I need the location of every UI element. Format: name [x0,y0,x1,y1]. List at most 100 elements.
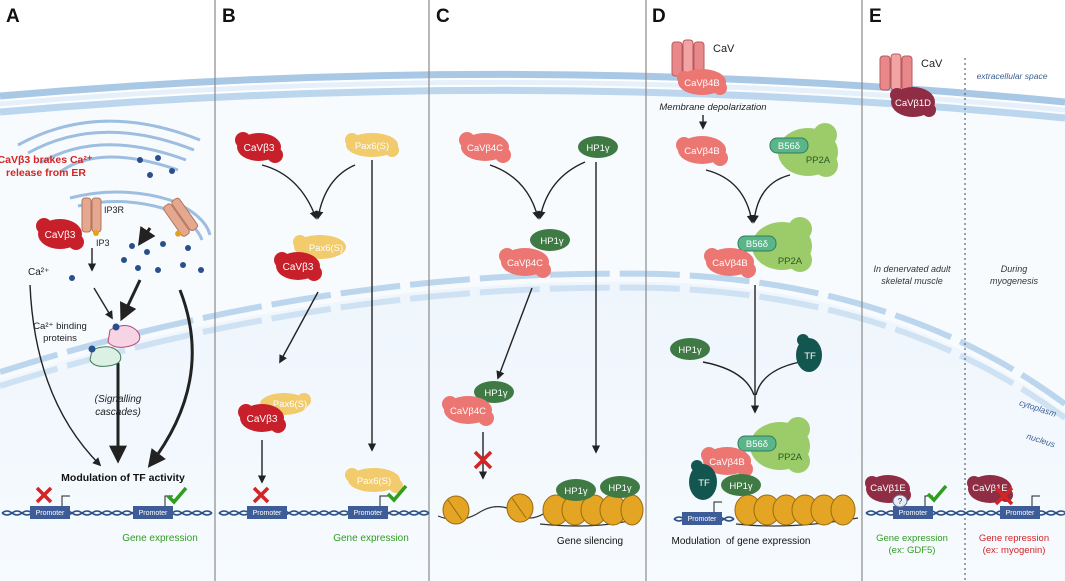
cavb1e-label: CaVβ1E [870,483,906,494]
panel-a-arrows [29,226,194,468]
modulation-gene-label: Modulation of gene expression [672,536,811,547]
gene-repression-e-line1: Gene repression [979,533,1049,544]
myogenesis-line1: During [1001,264,1028,274]
cav-label-d: CaV [713,43,735,55]
gene-expression-e-line1: Gene expression [876,533,948,544]
cavb3-pax6-complex-1: Pax6(S) CaVβ3 [274,235,346,281]
pp2a-label: PP2A [778,256,803,267]
pax6-label: Pax6(S) [273,399,307,410]
green-check-icon [166,486,188,505]
red-x-icon [473,450,493,470]
panel-d-arrows [702,169,801,414]
panel-c: C CaVβ4C HP1γ HP1γ CaVβ4C HP1γ [436,6,644,547]
cavb4c-label: CaVβ4C [467,143,503,154]
promoter-label: Promoter [688,516,717,523]
pp2a-label: PP2A [778,452,803,463]
gene-expression-b: Gene expression [333,533,409,544]
hp1-label: HP1γ [484,388,507,399]
condensed-chromatin-d [734,494,859,527]
cavb1d-label: CaVβ1D [895,98,931,109]
promoter-box-e2: Promoter [1000,495,1040,519]
panel-a: A CaVβ3 brakes Ca²⁺ release from ER IP3R… [0,6,213,544]
cavb4b-protein-d2: CaVβ4B [676,136,728,166]
loose-chromatin [437,493,546,525]
cavb4c-hp1-complex-1: HP1γ CaVβ4C [499,229,570,278]
tf-label: TF [698,478,710,489]
gene-silencing-label: Gene silencing [557,536,623,547]
pp2a-label: PP2A [806,155,831,166]
promoter-label: Promoter [899,510,928,517]
cavb3-label: CaVβ3 [247,414,278,425]
modulation-tf-label: Modulation of TF activity [61,472,185,484]
red-x-icon [252,486,270,504]
promoter-label: Promoter [36,510,65,517]
cavb3-protein-b1: CaVβ3 [235,132,283,163]
b56-label: B56δ [778,141,800,152]
cavb4b-label: CaVβ4B [709,457,745,468]
gene-expression-a: Gene expression [122,533,198,544]
promoter-box-a1: Promoter [30,495,70,519]
panel-b-arrows [257,160,377,484]
cav-channel-d [671,39,705,77]
hp1-label: HP1γ [540,236,563,247]
calcium-ions [69,155,204,281]
hp1-protein-c3: HP1γ [600,476,640,498]
hp1-label: HP1γ [564,486,587,497]
panel-b-letter: B [222,6,236,27]
hp1-protein-c2: HP1γ [556,479,596,501]
cavb3-label: CaVβ3 [244,143,275,154]
gene-expression-e-line2: (ex: GDF5) [889,545,936,556]
green-check-icon [926,484,948,503]
myogenesis-line2: myogenesis [990,276,1039,286]
ip3r-channel-1 [81,197,102,236]
er-brake-line2: release from ER [6,167,86,179]
ip3r-label: IP3R [104,205,125,215]
b56-label: B56δ [746,439,768,450]
panel-c-arrows [478,161,601,480]
hp1-label: HP1γ [608,483,631,494]
cavb3-pax6-complex-2: Pax6(S) CaVβ3 [238,393,311,433]
cavb4c-label: CaVβ4C [450,406,486,417]
ip3-label: IP3 [96,238,110,248]
b56-pp2a-cavb4b-complex-1: PP2A B56δ CaVβ4B [704,217,812,278]
red-x-icon [35,486,53,504]
cavb4c-label: CaVβ4C [507,258,543,269]
cavb4c-protein-c1: CaVβ4C [459,132,511,163]
extracellular-label: extracellular space [977,71,1048,81]
question-mark-icon: ? [898,497,903,506]
b56-pp2a-complex-1: PP2A B56δ [769,123,838,177]
tf-protein-d1: TF [796,334,822,372]
cavb4b-label: CaVβ4B [712,258,748,269]
pax6-label: Pax6(S) [309,243,343,254]
red-x-icon [994,486,1014,506]
cavb1e-label: CaVβ1E [972,483,1008,494]
panel-b: B CaVβ3 Pax6(S) Pax6(S) CaVβ3 [218,6,430,544]
cavb4b-label: CaVβ4B [684,146,720,157]
green-check-icon [386,484,408,503]
calcium-label: Ca²⁺ [28,267,49,278]
denervated-line2: skeletal muscle [881,276,943,286]
calcium-binding-proteins [88,323,141,367]
promoter-label: Promoter [139,510,168,517]
promoter-label: Promoter [253,510,282,517]
condensed-chromatin [539,494,644,527]
er-brake-line1: CaVβ3 brakes Ca²⁺ [0,154,93,166]
promoter-label: Promoter [354,510,383,517]
cavb4b-protein-d1: CaVβ4B [677,69,727,95]
cav-label-e: CaV [921,58,943,70]
promoter-box-b1: Promoter [247,506,287,519]
hp1-label: HP1γ [729,481,752,492]
panel-d: D CaV CaVβ4B Membrane depolarization CaV… [652,6,859,547]
hp1-protein-c1: HP1γ [578,136,618,158]
cavb4b-label: CaVβ4B [684,78,720,89]
pax6-protein-b2: Pax6(S) [345,468,403,493]
pax6-label: Pax6(S) [357,476,391,487]
gene-repression-e-line2: (ex: myogenin) [983,545,1046,556]
hp1-label: HP1γ [586,143,609,154]
promoter-box-d: Promoter [682,501,722,525]
cavb1d-protein: CaVβ1D [890,87,936,117]
ip3r-channel-2 [163,197,199,237]
signalling-line1: (Signalling [95,394,142,405]
